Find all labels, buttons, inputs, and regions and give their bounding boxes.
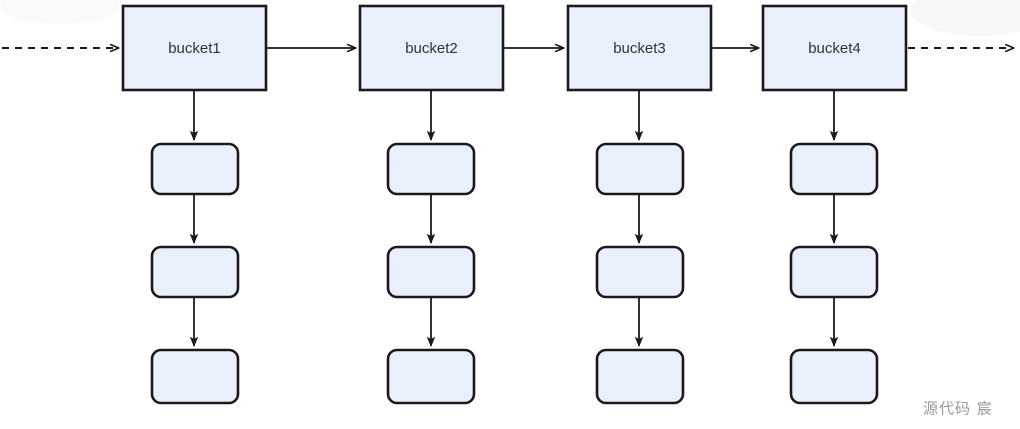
child-node-c3-1[interactable] xyxy=(595,142,685,196)
watermark: 源代码 宸 xyxy=(923,400,993,418)
background-sheen xyxy=(0,0,1020,36)
child-node-c4-1[interactable] xyxy=(789,142,879,196)
child-node-c1-2[interactable] xyxy=(150,245,240,299)
child-node-c4-2[interactable] xyxy=(789,245,879,299)
child-node-c3-3[interactable] xyxy=(595,348,685,405)
bucket-label-2: bucket2 xyxy=(405,40,458,57)
child-node-c2-1[interactable] xyxy=(386,142,476,196)
bucket-node-4[interactable]: bucket4 xyxy=(761,4,908,92)
child-node-c1-3[interactable] xyxy=(150,348,240,405)
child-node-c2-2[interactable] xyxy=(386,245,476,299)
bucket-node-2[interactable]: bucket2 xyxy=(358,4,505,92)
bucket-node-3[interactable]: bucket3 xyxy=(566,4,713,92)
bucket-label-3: bucket3 xyxy=(613,40,666,57)
child-node-c1-1[interactable] xyxy=(150,142,240,196)
child-node-c4-3[interactable] xyxy=(789,348,879,405)
bucket-node-1[interactable]: bucket1 xyxy=(121,4,268,92)
child-node-c2-3[interactable] xyxy=(386,348,476,405)
child-node-c3-2[interactable] xyxy=(595,245,685,299)
bucket-label-1: bucket1 xyxy=(168,40,221,57)
bucket-label-4: bucket4 xyxy=(808,40,861,57)
